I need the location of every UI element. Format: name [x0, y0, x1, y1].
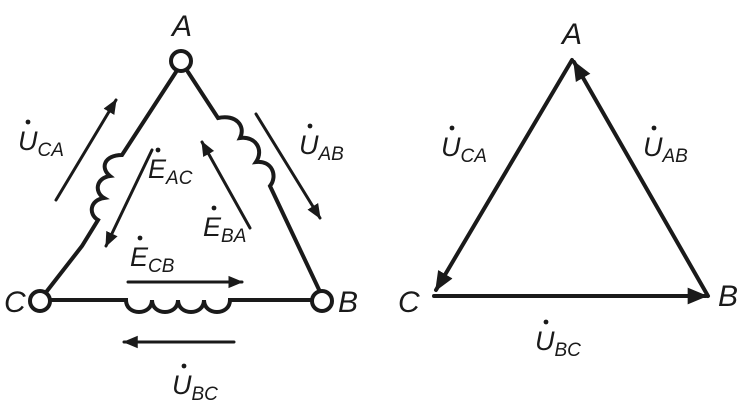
svg-text:EBA: EBA: [203, 212, 246, 247]
node-label-b: B: [718, 280, 738, 313]
svg-text:UAB: UAB: [299, 130, 344, 165]
node-label-c: C: [4, 286, 26, 319]
svg-text:UBC: UBC: [172, 370, 218, 405]
node-label-b: B: [338, 286, 358, 319]
node-label-a: A: [170, 10, 192, 43]
arrow-e-ac: [104, 148, 154, 248]
phasor-u-ab: [572, 60, 710, 298]
svg-text:UCA: UCA: [18, 126, 64, 161]
label-u-bc: UBC: [172, 363, 218, 405]
arrow-u-ca: [54, 98, 118, 202]
right-phasor-triangle: A C B UCA UAB UBC: [398, 18, 738, 361]
label-e-cb: ECB: [130, 235, 175, 277]
phasor-u-ca: [434, 58, 574, 292]
label-u-ca: UCA: [441, 125, 487, 167]
arrow-u-ab: [254, 112, 322, 220]
terminal-c: [28, 289, 52, 313]
arrow-e-ba: [200, 140, 252, 230]
node-label-a: A: [560, 18, 582, 51]
label-u-bc: UBC: [535, 319, 581, 361]
label-u-ca: UCA: [18, 119, 64, 161]
winding-ca-side: [38, 70, 178, 302]
terminal-b: [310, 289, 334, 313]
left-delta-circuit: A C B UCA UAB UBC EAC EBA: [4, 10, 358, 405]
svg-text:ECB: ECB: [130, 242, 175, 277]
label-e-ba: EBA: [203, 205, 246, 247]
winding-cb-side: [46, 298, 318, 314]
svg-text:UCA: UCA: [441, 132, 487, 167]
label-e-ac: EAC: [148, 147, 193, 189]
svg-text:UBC: UBC: [535, 326, 581, 361]
node-label-c: C: [398, 286, 420, 319]
winding-ab-side: [186, 70, 324, 298]
label-u-ab: UAB: [299, 123, 344, 165]
label-u-ab: UAB: [643, 125, 688, 167]
svg-text:UAB: UAB: [643, 132, 688, 167]
terminal-a: [169, 49, 193, 73]
svg-text:EAC: EAC: [148, 154, 193, 189]
